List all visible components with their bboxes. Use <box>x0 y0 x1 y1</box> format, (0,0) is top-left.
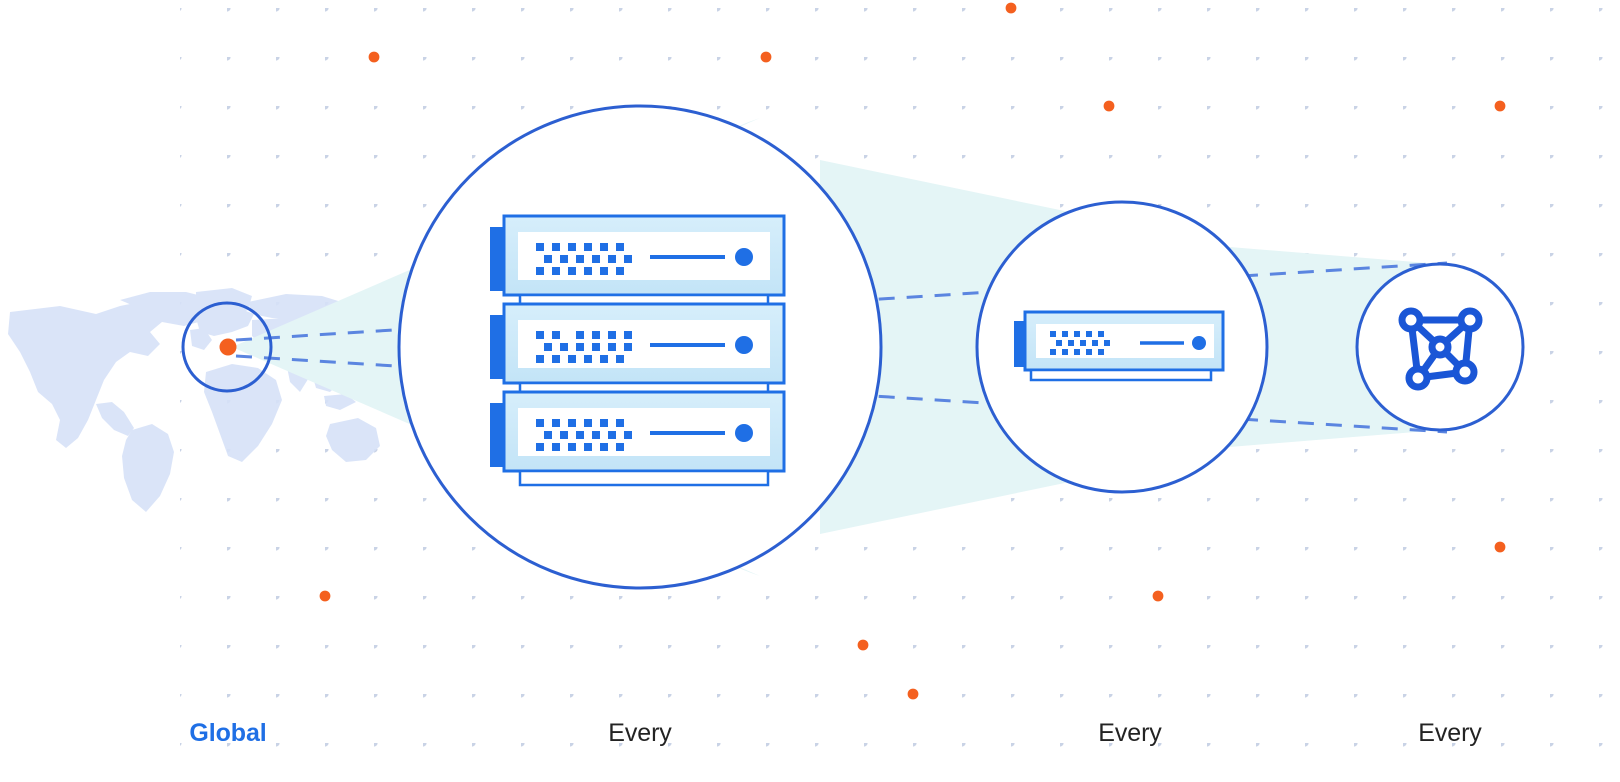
map-highlight-group <box>181 301 273 393</box>
mesh-node <box>1398 307 1424 333</box>
accent-dot <box>1494 541 1506 553</box>
europe-location-marker <box>219 338 237 356</box>
rack-led-array <box>536 331 632 363</box>
accent-dot-group <box>319 2 1506 700</box>
accent-dot <box>1103 100 1115 112</box>
rack-led-array <box>536 419 632 451</box>
mesh-node-center <box>1428 335 1452 359</box>
rack-unit <box>490 214 786 297</box>
map-highlight-circle <box>181 301 273 393</box>
server-rack-icon <box>490 214 786 487</box>
accent-dot <box>857 639 869 651</box>
mesh-node <box>1405 365 1431 391</box>
mesh-node <box>1457 307 1483 333</box>
accent-dot <box>368 51 380 63</box>
accent-dot <box>760 51 772 63</box>
server-base-plate <box>1029 368 1213 382</box>
accent-dot <box>1152 590 1164 602</box>
rack-status-dot <box>735 336 753 354</box>
accent-dot <box>319 590 331 602</box>
mesh-network-icon <box>1398 307 1483 391</box>
server-led-array <box>1050 331 1110 355</box>
accent-dot <box>1005 2 1017 14</box>
rack-status-dot <box>735 248 753 266</box>
rack-base-plate <box>518 469 770 487</box>
accent-dot <box>1494 100 1506 112</box>
accent-dot <box>907 688 919 700</box>
rack-status-dot <box>735 424 753 442</box>
single-server-icon <box>1014 310 1225 382</box>
rack-unit <box>490 390 786 473</box>
server-status-dot <box>1192 336 1206 350</box>
mesh-node <box>1452 359 1478 385</box>
rack-unit <box>490 302 786 385</box>
rack-led-array <box>536 243 632 275</box>
